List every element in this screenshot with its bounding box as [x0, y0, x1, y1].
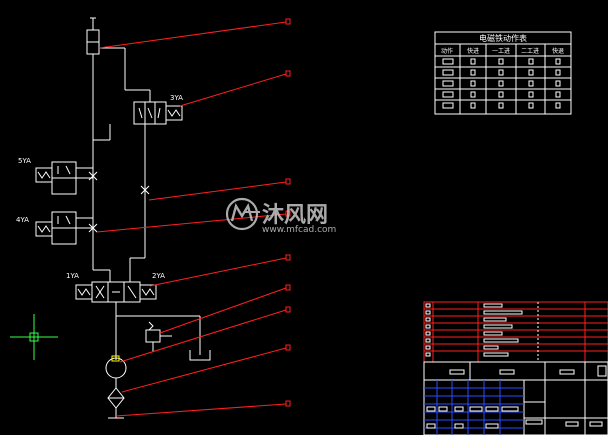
throttle-valves: [88, 171, 150, 233]
table-header-0: 动作: [441, 47, 453, 55]
title-block: [423, 301, 608, 435]
label-2ya: 2YA: [152, 272, 165, 280]
table-header-1: 快进: [467, 47, 479, 55]
valve-4ya: [35, 211, 93, 245]
watermark-url: www.mfcad.com: [262, 225, 336, 235]
label-3ya: 3YA: [170, 94, 183, 102]
table-title: 电磁铁动作表: [479, 33, 527, 43]
hydraulic-circuit: [35, 17, 211, 419]
watermark: 沐风网 www.mfcad.com: [225, 197, 336, 235]
mf-logo-icon: [225, 197, 260, 231]
pump-marker: [111, 355, 120, 362]
table-header-4: 快退: [552, 47, 564, 55]
valve-1ya-2ya: [75, 257, 157, 360]
leader-lines: [96, 18, 291, 417]
crosshair-cursor-icon: [10, 314, 58, 360]
valve-5ya: [35, 161, 93, 195]
watermark-brand: 沐风网: [262, 203, 328, 228]
solenoid-action-table: [434, 31, 572, 115]
label-4ya: 4YA: [16, 216, 29, 224]
table-header-3: 二工进: [521, 47, 539, 55]
relief-valve: [116, 315, 211, 361]
label-1ya: 1YA: [66, 272, 79, 280]
valve-3ya: [133, 101, 183, 125]
label-5ya: 5YA: [18, 157, 31, 165]
table-header-2: 一工进: [492, 47, 510, 55]
